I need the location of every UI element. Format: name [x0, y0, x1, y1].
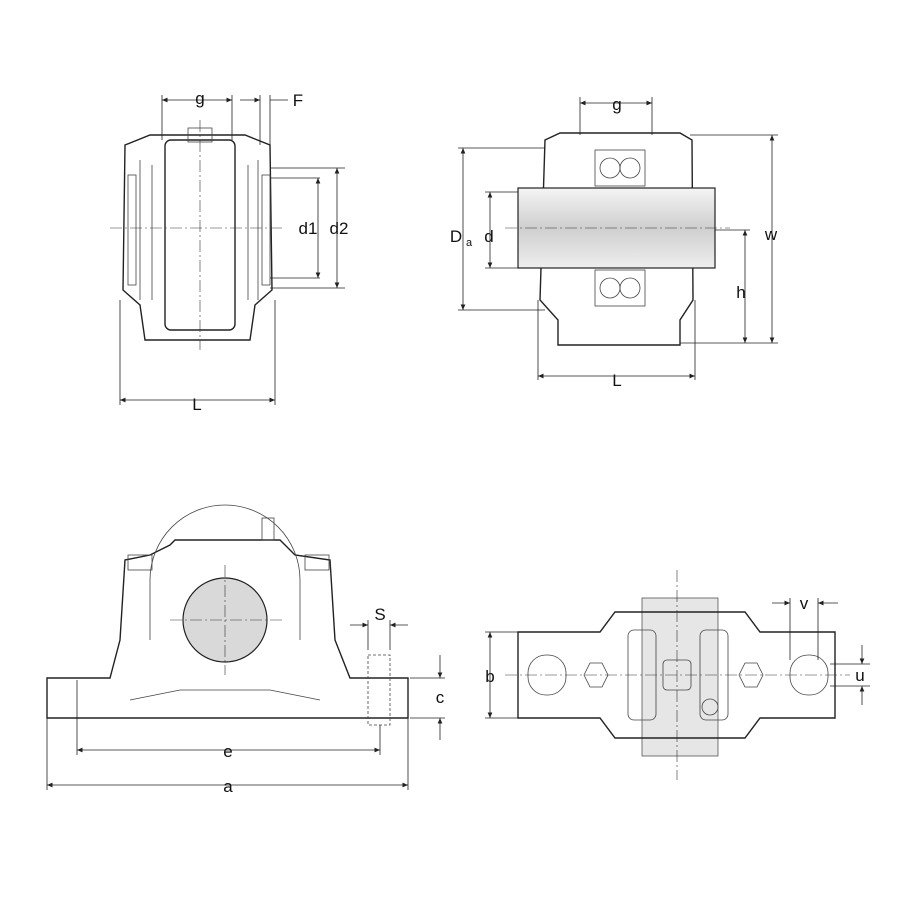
- dim-label-g: g: [195, 89, 204, 108]
- dim-label-Da-subscript: a: [466, 237, 473, 249]
- dim-label-L: L: [192, 395, 201, 414]
- dim-label-d2: d2: [330, 219, 349, 238]
- side-section-view: g F d1 d2 L: [110, 89, 348, 414]
- dim-label-h: h: [736, 283, 745, 302]
- dim-label-Da: D: [450, 227, 462, 246]
- cross-section-view: g D a d w h L: [450, 95, 778, 390]
- dim-label-w: w: [764, 225, 778, 244]
- dim-label-d1: d1: [299, 219, 318, 238]
- dim-label-u: u: [855, 666, 864, 685]
- dim-label-a: a: [223, 777, 233, 796]
- dim-label-g: g: [612, 95, 621, 114]
- front-view: S c e a: [46, 504, 445, 796]
- dim-label-b: b: [485, 667, 494, 686]
- dim-label-e: e: [223, 742, 232, 761]
- dim-label-c: c: [436, 688, 445, 707]
- dim-label-S: S: [374, 605, 385, 624]
- dim-label-F: F: [293, 91, 303, 110]
- dim-label-d: d: [484, 227, 493, 246]
- top-view: v b u: [485, 570, 870, 780]
- dim-label-v: v: [800, 594, 809, 613]
- dim-label-L: L: [612, 371, 621, 390]
